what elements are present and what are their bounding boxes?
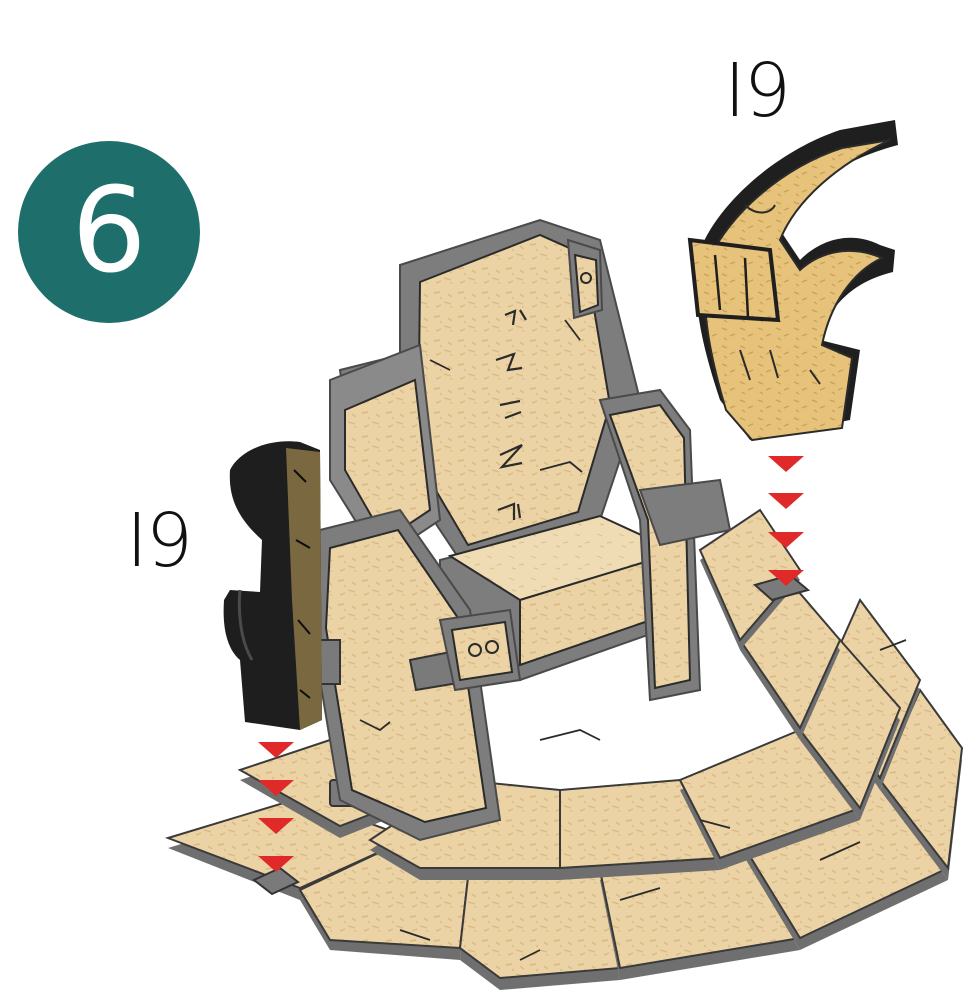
insert-arrow-icon xyxy=(768,456,804,472)
insert-arrow-icon xyxy=(768,493,804,509)
claw-piece-left xyxy=(224,441,322,730)
step-number-badge: 6 xyxy=(18,141,200,323)
skull-ornament-right xyxy=(568,240,602,318)
claw-piece-right xyxy=(690,120,898,440)
part-label-left: I9 xyxy=(126,504,191,578)
part-label-right: I9 xyxy=(724,54,789,128)
skull-ornament-front xyxy=(440,610,520,690)
step-number: 6 xyxy=(71,171,146,289)
